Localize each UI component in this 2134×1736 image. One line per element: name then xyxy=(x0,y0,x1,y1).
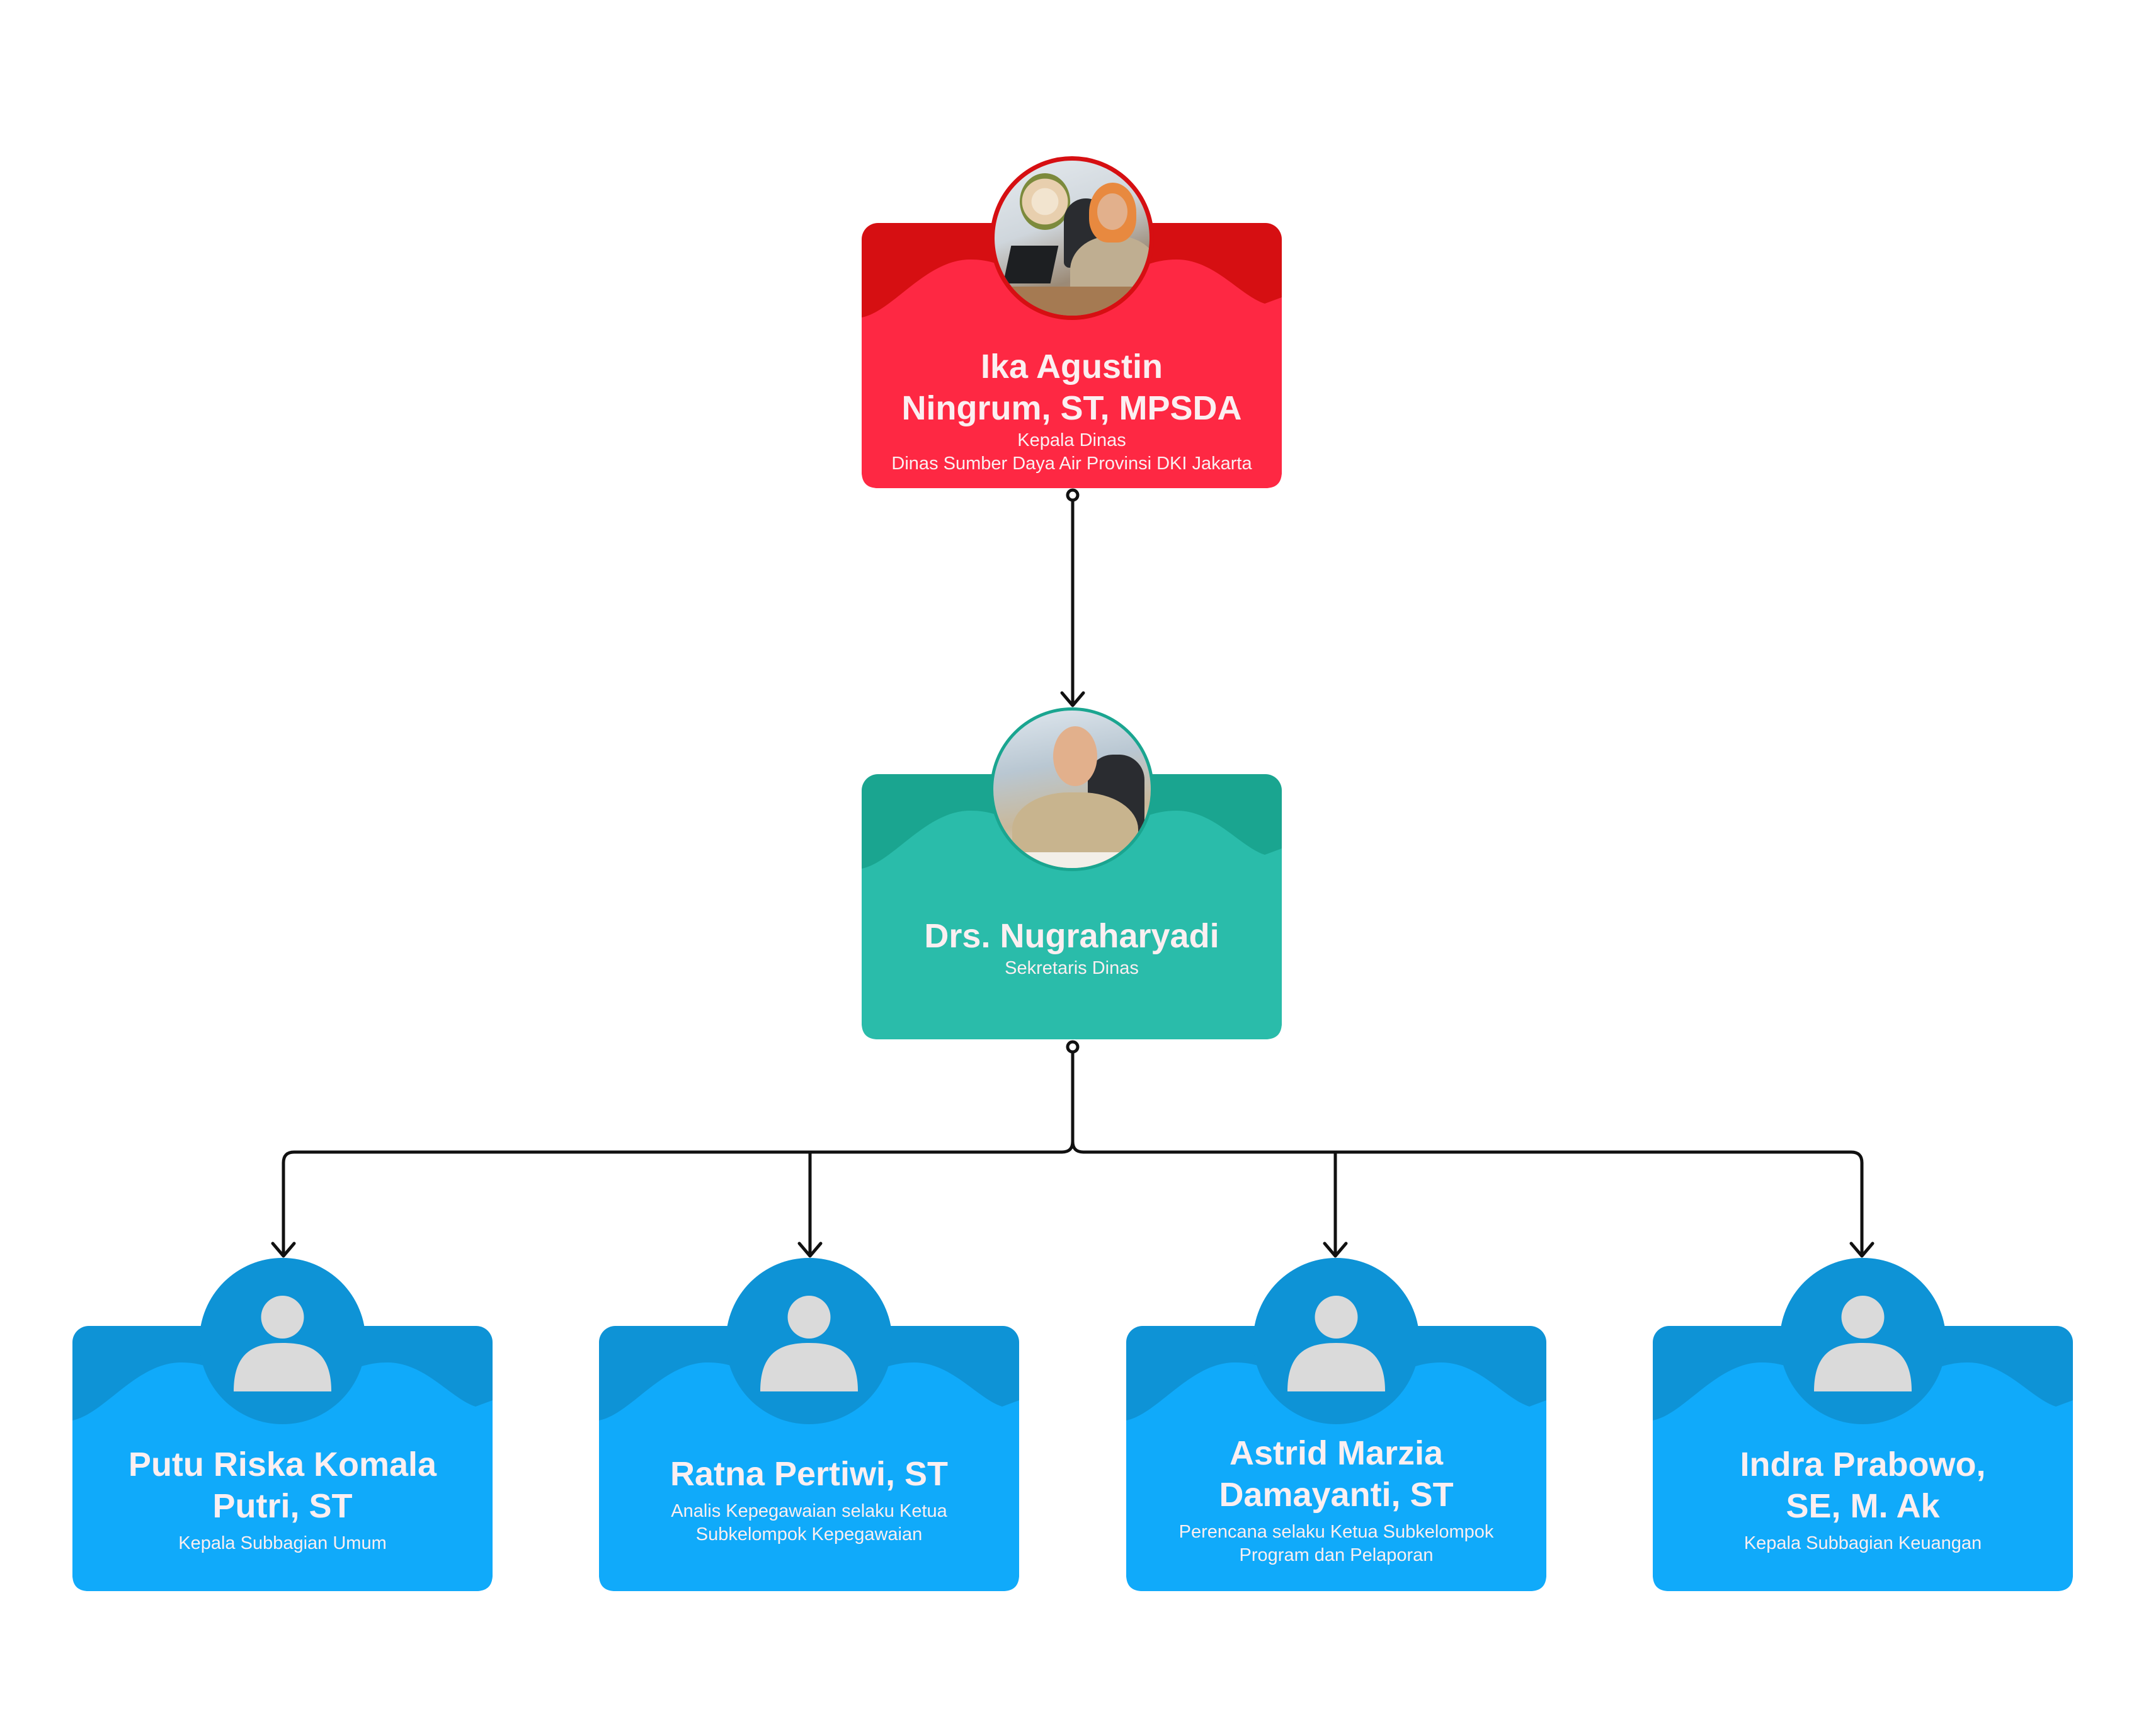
card-background xyxy=(1126,1258,1546,1591)
organization-name: Dinas Sumber Daya Air Provinsi DKI Jakar… xyxy=(891,454,1252,474)
person-role: Kepala Dinas xyxy=(1017,430,1126,450)
person-role: Analis Kepegawaian selaku Ketua xyxy=(671,1500,947,1521)
user-placeholder-icon xyxy=(760,1296,858,1391)
card-background xyxy=(1653,1258,2073,1591)
user-placeholder-icon xyxy=(234,1296,331,1391)
person-name: SE, M. Ak xyxy=(1786,1487,1940,1525)
person-name: Drs. Nugraharyadi xyxy=(924,917,1219,955)
profile-photo xyxy=(990,156,1154,320)
person-name: Ningrum, ST, MPSDA xyxy=(901,389,1242,427)
arrowhead xyxy=(271,1242,296,1258)
user-placeholder-icon xyxy=(1287,1296,1385,1391)
person-role: Sekretaris Dinas xyxy=(1005,958,1139,978)
card-background xyxy=(599,1258,1019,1591)
person-role: Subkelompok Kepegawaian xyxy=(695,1524,923,1545)
org-card-head[interactable]: Ika Agustin Ningrum, ST, MPSDA Kepala Di… xyxy=(862,156,1282,488)
person-role: Kepala Subbagian Keuangan xyxy=(1743,1533,1982,1553)
connector-start-dot xyxy=(1066,1040,1080,1054)
arrowhead xyxy=(1060,691,1085,707)
org-card-staff[interactable]: Ratna Pertiwi, ST Analis Kepegawaian sela… xyxy=(599,1258,1019,1591)
connector-start-dot xyxy=(1066,488,1080,502)
arrowhead xyxy=(797,1242,823,1258)
person-name: Putri, ST xyxy=(212,1487,353,1525)
org-card-secretary[interactable]: Drs. Nugraharyadi Sekretaris Dinas xyxy=(862,707,1282,1039)
card-background xyxy=(862,223,1282,488)
person-name: Ika Agustin xyxy=(980,348,1163,385)
connector-secretary-to-staff xyxy=(282,1051,1075,1257)
person-name: Damayanti, ST xyxy=(1219,1475,1454,1514)
person-role: Program dan Pelaporan xyxy=(1239,1545,1434,1565)
person-name: Putu Riska Komala xyxy=(128,1446,437,1483)
card-background xyxy=(862,774,1282,1039)
person-name: Indra Prabowo, xyxy=(1740,1446,1986,1483)
person-role: Kepala Subbagian Umum xyxy=(178,1533,387,1553)
person-name: Astrid Marzia xyxy=(1229,1434,1444,1472)
profile-photo xyxy=(990,707,1154,871)
card-background xyxy=(72,1258,493,1591)
arrowhead xyxy=(1323,1242,1348,1258)
person-role: Perencana selaku Ketua Subkelompok xyxy=(1178,1521,1494,1542)
user-placeholder-icon xyxy=(1814,1296,1912,1391)
person-name: Ratna Pertiwi, ST xyxy=(670,1454,949,1493)
org-card-staff[interactable]: Indra Prabowo, SE, M. Ak Kepala Subbagian … xyxy=(1653,1258,2073,1591)
arrowhead xyxy=(1849,1242,1874,1258)
